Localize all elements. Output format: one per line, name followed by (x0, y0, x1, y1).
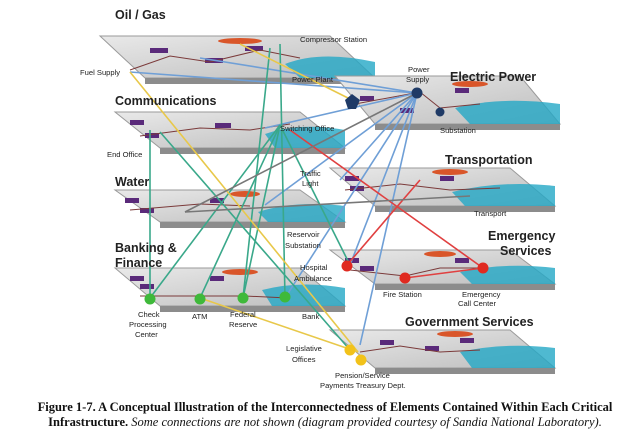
label-atm: ATM (192, 312, 207, 321)
label-traffic-light-2: Light (302, 179, 319, 188)
label-substation-water: Substation (285, 241, 321, 250)
link-oil-powerplant (239, 43, 353, 101)
check-processing-node (144, 293, 156, 305)
sector-title-transportation: Transportation (445, 153, 533, 167)
link-power-fuel (129, 71, 418, 94)
label-transport: Transport (474, 209, 507, 218)
label-check-processing-1: Check (138, 310, 160, 319)
label-substation: Substation (440, 126, 476, 135)
sector-title-banking-2: Finance (115, 256, 162, 270)
caption-italic: Some connections are not shown (diagram … (131, 415, 602, 429)
layer-emergency-services (328, 249, 557, 290)
pension-node (355, 354, 367, 366)
label-compressor-station: Compressor Station (300, 35, 367, 44)
power-plant-node (345, 94, 360, 109)
government-nodes (344, 344, 367, 366)
label-fuel-supply: Fuel Supply (80, 68, 120, 77)
link-power-transport (339, 92, 418, 181)
link-fuel-government (129, 71, 359, 353)
link-power-water (264, 92, 418, 206)
sector-title-government: Government Services (405, 315, 534, 329)
label-check-processing-2: Processing (129, 320, 167, 329)
figure-caption: Figure 1-7. A Conceptual Illustration of… (20, 400, 630, 430)
caption-bold: Figure 1-7. A Conceptual Illustration of… (37, 400, 613, 429)
label-switching-office: Switching Office (280, 124, 334, 133)
link-power-oil (199, 57, 418, 94)
label-federal-reserve-1: Federal (230, 310, 256, 319)
power-supply-node (411, 87, 423, 99)
legislative-node (344, 344, 356, 356)
banking-nodes (144, 291, 291, 305)
layer-electric-power (333, 75, 562, 130)
link-firestation-callcenter (404, 267, 484, 279)
label-power-supply-2: Supply (406, 75, 429, 84)
layer-government-services (328, 329, 557, 374)
hospital-node (341, 260, 353, 272)
layer-oil-gas (98, 35, 377, 84)
label-check-processing-3: Center (135, 330, 158, 339)
label-fire-station: Fire Station (383, 290, 422, 299)
label-power-plant: Power Plant (292, 75, 334, 84)
link-atm-government (199, 297, 359, 353)
link-power-government (359, 92, 418, 346)
label-emergency-call-center-1: Emergency (462, 290, 501, 299)
layer-water (113, 189, 347, 228)
substation-node (435, 107, 445, 117)
label-legislative-2: Offices (292, 355, 316, 364)
layer-transportation (328, 167, 557, 212)
label-hospital: Hospital (300, 263, 328, 272)
link-power-comms (264, 92, 418, 129)
link-comms-fed (242, 124, 281, 299)
fire-station-node (399, 272, 411, 284)
sector-title-water: Water (115, 175, 149, 189)
interdependency-links (129, 43, 484, 353)
label-end-office: End Office (107, 150, 142, 159)
bank-node (279, 291, 291, 303)
label-ambulance: Ambulance (294, 274, 332, 283)
label-pension-1: Pension/Service (335, 371, 390, 380)
link-comms-atm (199, 124, 281, 299)
sector-title-emergency-2: Services (500, 244, 551, 258)
sector-title-communications: Communications (115, 94, 216, 108)
emergency-nodes (341, 260, 489, 284)
electric-nodes (345, 87, 445, 117)
link-power-emergency (349, 92, 418, 266)
link-hospital-comms (346, 179, 421, 266)
label-pension-2: Payments Treasury Dept. (320, 381, 406, 390)
label-reservoir: Reservoir (287, 230, 320, 239)
atm-node (194, 293, 206, 305)
link-comms-oil-2 (279, 43, 286, 299)
label-emergency-call-center-2: Call Center (458, 299, 496, 308)
link-comms-government (159, 131, 351, 351)
federal-reserve-node (237, 292, 249, 304)
link-comms-oil (242, 47, 271, 299)
link-comms-emergency (279, 124, 351, 266)
sector-title-emergency-1: Emergency (488, 229, 555, 243)
label-power-supply-1: Power (408, 65, 430, 74)
sector-title-banking-1: Banking & (115, 241, 177, 255)
sector-title-electric-power: Electric Power (450, 70, 536, 84)
emergency-call-center-node (477, 262, 489, 274)
link-callcenter-comms (289, 129, 484, 269)
link-water-power (184, 92, 418, 213)
link-water-transport (184, 195, 471, 213)
label-traffic-light-1: Traffic (300, 169, 321, 178)
sector-title-oil-gas: Oil / Gas (115, 8, 166, 22)
label-federal-reserve-2: Reserve (229, 320, 257, 329)
link-power-bank (284, 92, 418, 299)
label-bank: Bank (302, 312, 320, 321)
label-legislative-1: Legislative (286, 344, 322, 353)
